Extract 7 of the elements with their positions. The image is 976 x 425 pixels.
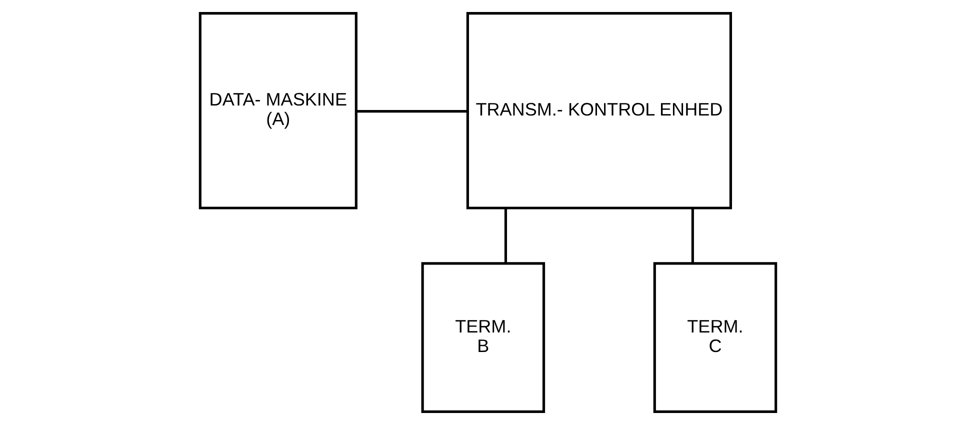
connector xyxy=(504,208,508,264)
node-box: TRANSM.- KONTROL ENHED xyxy=(466,12,732,210)
connector xyxy=(356,110,468,113)
node-box: DATA- MASKINE (A) xyxy=(198,12,358,210)
connector xyxy=(691,208,694,264)
node-box: TERM. C xyxy=(653,262,778,413)
node-box: TERM. B xyxy=(421,262,546,413)
